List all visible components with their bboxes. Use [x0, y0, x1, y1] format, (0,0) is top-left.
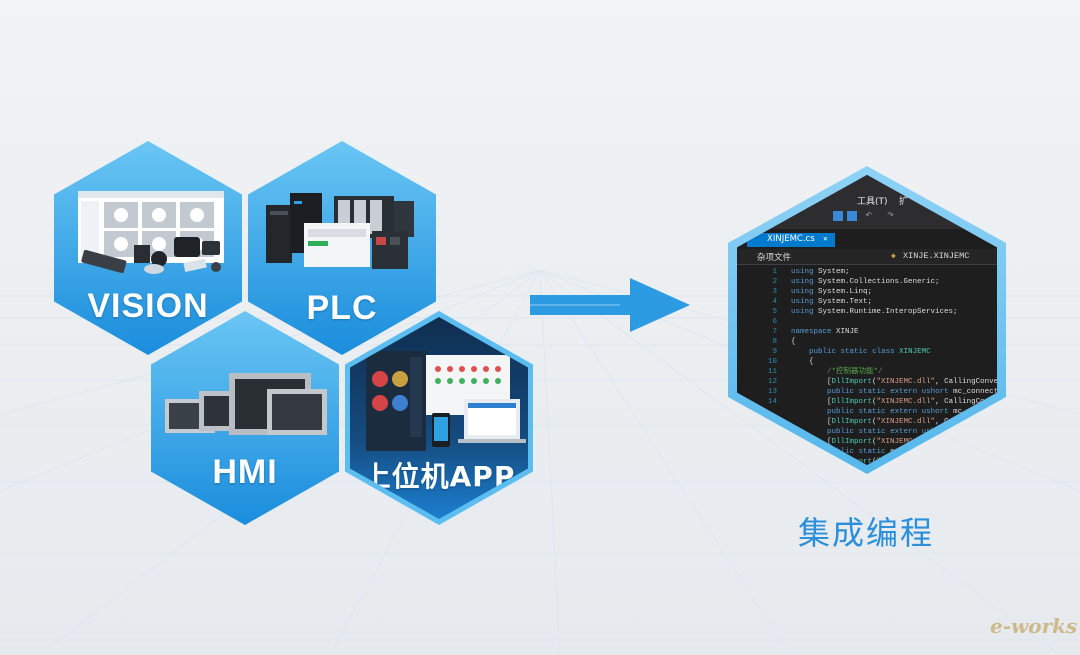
line-number: 13: [767, 388, 777, 396]
editor-tab-label: XINJEMC.cs: [767, 234, 815, 244]
code-text: using System.Text;: [791, 298, 873, 306]
menu-extensions[interactable]: 扩: [899, 197, 909, 207]
right-arrow-icon: [530, 278, 690, 332]
line-number: 10: [767, 358, 777, 366]
ide-tile: 工具(T) 扩 ↶ ↷ XINJEMC.cs ✕ 杂项文件 ◆ XINJE.XI…: [737, 175, 997, 465]
code-text: public static extern ushort mc_connect: [827, 408, 997, 416]
code-text: using System.Linq;: [791, 288, 873, 296]
code-text: using System.Runtime.InteropServices;: [791, 308, 958, 316]
app-label: 上位机APP: [362, 460, 516, 493]
save-icon[interactable]: [833, 211, 843, 221]
plc-products-image: [266, 193, 414, 269]
line-number: 7: [772, 328, 777, 336]
code-text: /*控制器功能*/: [791, 368, 883, 376]
editor-tab[interactable]: XINJEMC.cs ✕: [747, 233, 835, 247]
app-tile: 上位机APP: [350, 317, 528, 519]
close-icon[interactable]: ✕: [823, 235, 828, 244]
line-number: 14: [767, 398, 777, 406]
undo-icon[interactable]: ↶: [865, 208, 873, 222]
code-text: {: [791, 338, 796, 346]
line-number: 3: [772, 288, 777, 296]
plc-label: PLC: [306, 289, 378, 327]
line-number: 8: [772, 338, 777, 346]
watermark-logo: e-works: [990, 614, 1078, 638]
integrated-programming-caption: 集成编程: [797, 514, 934, 552]
vision-products-image: [78, 191, 224, 274]
hmi-products-image: [165, 373, 327, 435]
code-text: using System;: [791, 268, 850, 276]
nav-class-label[interactable]: XINJE.XINJEMC: [903, 251, 970, 261]
line-number: 4: [772, 298, 777, 306]
code-text: [DllImport("XINJEMC.dll", Calling: [791, 418, 976, 426]
code-lines: 1 using System; 2 using System.Collections.…: [737, 267, 997, 465]
code-text: public static extern ushort mc_connect_o…: [827, 388, 997, 396]
app-screens-image: [366, 351, 526, 451]
code-text: namespace XINJE: [791, 328, 859, 336]
redo-icon[interactable]: ↷: [887, 208, 895, 222]
code-editor: 工具(T) 扩 ↶ ↷ XINJEMC.cs ✕ 杂项文件 ◆ XINJE.XI…: [737, 175, 997, 465]
code-text: public static class XINJEMC: [809, 348, 931, 356]
line-number: 12: [767, 378, 777, 386]
nav-project-label[interactable]: 杂项文件: [757, 253, 792, 263]
ide-toolbar: [737, 207, 997, 229]
code-text: [DllImport("XINJEMC.dll": [791, 438, 936, 446]
code-text: using System.Collections.Generic;: [791, 278, 940, 286]
line-number: 1: [772, 268, 777, 276]
line-number: 9: [772, 348, 777, 356]
menu-tools[interactable]: 工具(T): [857, 197, 888, 207]
line-number: 6: [772, 318, 777, 326]
hmi-label: HMI: [212, 453, 278, 491]
save-all-icon[interactable]: [847, 211, 857, 221]
code-text: {: [791, 358, 814, 366]
line-number: 5: [772, 308, 777, 316]
vision-label: VISION: [87, 287, 209, 325]
ide-nav-bar: 杂项文件 ◆ XINJE.XINJEMC: [737, 249, 997, 265]
code-text: [DllImport("XINJEMC.dll", CallingConvent…: [791, 398, 997, 406]
code-text: public static extern ushort m: [827, 428, 958, 436]
code-text: [DllImport("XINJEMC.dll", CallingConvent…: [791, 378, 997, 386]
line-number: 2: [772, 278, 777, 286]
line-number: 11: [767, 368, 777, 376]
class-icon: ◆: [891, 252, 896, 261]
